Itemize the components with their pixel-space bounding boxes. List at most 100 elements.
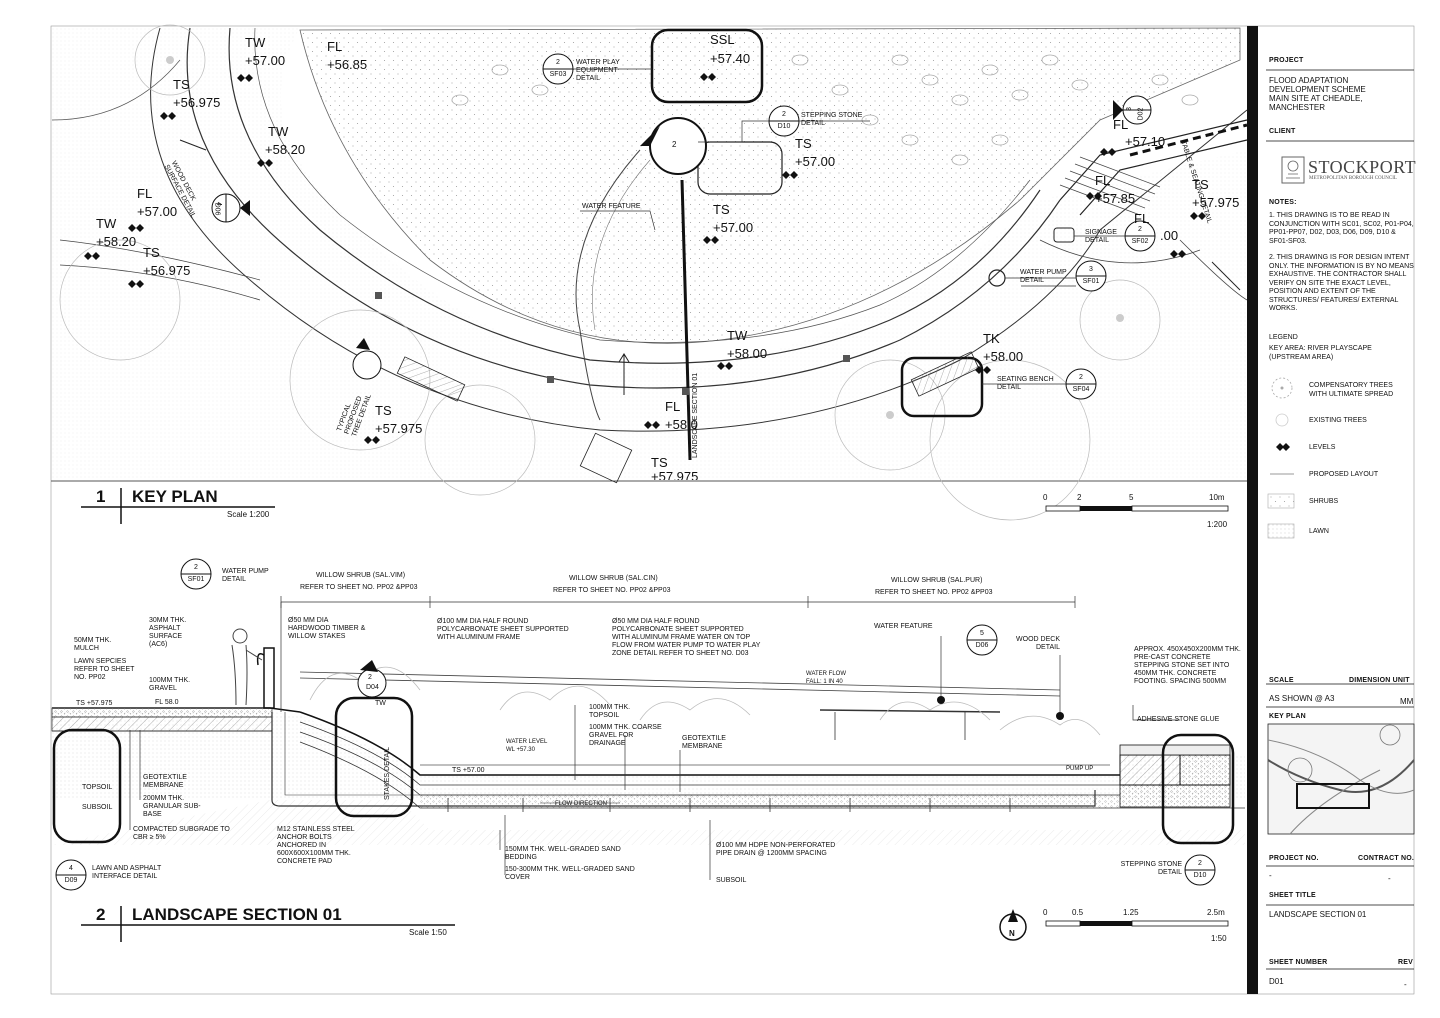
scalebar-plan <box>1045 505 1229 512</box>
callout-num: 3 <box>1125 107 1133 111</box>
tb-key-area: KEY AREA: RIVER PLAYSCAPE(UPSTREAM AREA) <box>1269 345 1372 361</box>
callout-label: WATER PLAY EQUIPMENT DETAIL <box>576 59 620 82</box>
scale-tick: 0 <box>1043 493 1048 502</box>
scalebar-section <box>1045 920 1229 927</box>
label: 30MM THK. ASPHALT SURFACE (AC6) <box>149 617 187 648</box>
callout-ref: SF03 <box>549 71 567 78</box>
level-value: +57.40 <box>710 51 751 66</box>
label: WATER LEVEL WL +57.30 <box>506 739 548 753</box>
label: 100MM THK. COARSE GRAVEL FOR DRAINAGE <box>589 724 662 747</box>
label: WOOD DECK DETAIL <box>1016 636 1060 651</box>
callout-ref: SF01 <box>187 576 205 583</box>
callout-ref: D10 <box>777 123 791 130</box>
label: Ø50 MM DIA HALF ROUND POLYCARBONATE SHEE… <box>612 618 761 657</box>
label: LAWN AND ASPHALT INTERFACE DETAIL <box>92 865 162 880</box>
tb-project-line: MAIN SITE AT CHEADLE, <box>1269 94 1363 103</box>
view-title: KEY PLAN <box>132 487 218 506</box>
level-value: +57.975 <box>375 421 423 436</box>
level-value: +58.20 <box>265 142 306 157</box>
client-logo-text: STOCKPORT <box>1308 157 1417 177</box>
scale-tick: 0.5 <box>1072 908 1084 917</box>
tb-legend-head: LEGEND <box>1269 334 1298 341</box>
level-value: +58.00 <box>727 346 768 361</box>
callout-num: 3 <box>1089 266 1093 273</box>
north-label: N <box>1009 929 1015 938</box>
level-code: FL <box>1134 211 1150 226</box>
callout-label: WATER FEATURE <box>582 203 641 210</box>
label: WATER FLOW FALL: 1 IN 40 <box>806 671 846 685</box>
level-value: +57.85 <box>1095 191 1136 206</box>
callout-ref: D06 <box>975 642 989 649</box>
label: 100MM THK. GRAVEL <box>149 677 191 692</box>
scale-ratio: 1:200 <box>1207 520 1228 529</box>
level-code: FL <box>327 39 343 54</box>
level-value: +57.00 <box>795 154 836 169</box>
label: COMPACTED SUBGRADE TO CBR ≥ 5% <box>133 826 230 841</box>
callout-num: 2 <box>556 59 560 66</box>
level-value: .00 <box>1160 228 1179 243</box>
label: GEOTEXTILE MEMBRANE <box>682 735 726 750</box>
label: LAWN SEPCIES REFER TO SHEET NO. PP02 <box>74 658 135 681</box>
label: STAKES DETAIL <box>384 746 391 800</box>
level-code: FL <box>1113 117 1129 132</box>
label: WATER FEATURE <box>874 623 933 630</box>
label: WILLOW SHRUB (SAL.CIN) <box>569 575 658 582</box>
callout-num: 2 <box>1138 226 1142 233</box>
callout-ref: D06 <box>213 202 221 216</box>
label: FLOW DIRECTION <box>555 801 607 807</box>
legend-item: SHRUBS <box>1309 498 1339 505</box>
scale-tick: 0 <box>1043 908 1048 917</box>
label: 200MM THK. GRANULAR SUB-BASE <box>143 795 201 818</box>
label: WATER PUMP DETAIL <box>222 568 269 583</box>
level-value: +58.20 <box>96 234 137 249</box>
scale-tick: 2.5m <box>1207 908 1225 917</box>
label: REFER TO SHEET NO. PP02 &PP03 <box>300 584 418 591</box>
level-code: TW <box>727 328 748 343</box>
tb-project-head: PROJECT <box>1269 57 1304 64</box>
callout-ref: D09 <box>64 877 78 884</box>
callout-ref: D04 <box>366 684 379 691</box>
label: STEPPING STONE DETAIL <box>1120 861 1182 876</box>
label: ADHESIVE STONE GLUE <box>1137 716 1220 723</box>
label: SUBSOIL <box>716 877 747 884</box>
label: Ø50 MM DIA HARDWOOD TIMBER & WILLOW STAK… <box>288 617 366 640</box>
scale-tick: 2 <box>1077 493 1082 502</box>
callout-num: 2 <box>194 564 198 571</box>
label: Ø100 MM DIA HALF ROUND POLYCARBONATE SHE… <box>437 618 569 641</box>
callout-label: STEPPING STONE DETAIL <box>801 112 863 127</box>
level-value: +57.975 <box>651 470 699 480</box>
level-value: +56.975 <box>143 263 191 278</box>
label: 100MM THK. TOPSOIL <box>589 704 631 719</box>
section-marker-num: 2 <box>672 140 677 149</box>
callout-ref: SF02 <box>1131 238 1149 245</box>
level-value: +57.10 <box>1125 134 1166 149</box>
callout-num: 5 <box>980 630 984 637</box>
landscape-section <box>51 558 1245 891</box>
label: PUMP UP <box>1066 766 1094 772</box>
label: WILLOW SHRUB (SAL.VIM) <box>316 572 406 579</box>
label: 150-300MM THK. WELL-GRADED SAND COVER <box>505 866 635 881</box>
tb-rev: - <box>1404 980 1407 989</box>
level-code: TW <box>268 124 289 139</box>
tb-sheet-title: LANDSCAPE SECTION 01 <box>1269 910 1367 919</box>
tb-client-head: CLIENT <box>1269 128 1296 135</box>
tb-keyplan-head: KEY PLAN <box>1269 713 1306 720</box>
callout-label: WATER PUMP DETAIL <box>1020 269 1067 284</box>
label: 150MM THK. WELL-GRADED SAND BEDDING <box>505 846 621 861</box>
label: FL 58.0 <box>155 699 179 706</box>
level-value: +57.00 <box>245 53 286 68</box>
tb-scale-head: SCALE <box>1269 677 1294 684</box>
level-code: TS <box>1192 177 1209 192</box>
legend-item: LEVELS <box>1309 444 1336 451</box>
tb-rev-head: REV <box>1398 959 1413 966</box>
callout-label: SIGNAGE DETAIL <box>1085 229 1117 244</box>
callout-num: 2 <box>368 674 372 681</box>
label: Ø100 MM HDPE NON-PERFORATED PIPE DRAIN @… <box>716 842 836 857</box>
level-code: TS <box>795 136 812 151</box>
view-title: LANDSCAPE SECTION 01 <box>132 905 342 924</box>
level-value: +57.975 <box>1192 195 1240 210</box>
tb-dim: MM <box>1400 697 1414 706</box>
